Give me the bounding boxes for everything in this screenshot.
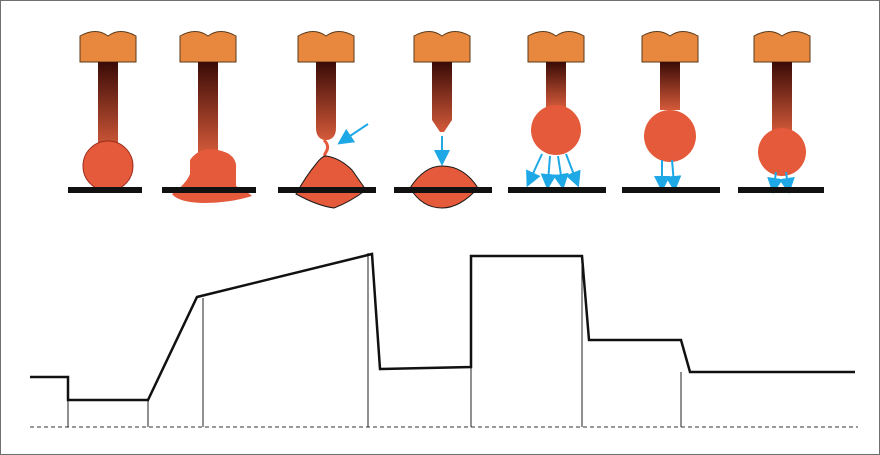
stage-1-droplet-growth [68,31,142,193]
arc-arrow-5c [552,155,569,190]
electrode-7 [772,62,792,134]
workpiece-2 [162,187,256,193]
electrode-3 [316,62,336,140]
droplet-1 [82,140,134,192]
workpiece-7 [738,187,824,193]
arc-arrow-7b [778,171,795,194]
droplet-7 [758,128,806,176]
stage-4-droplet-detach [394,31,492,209]
stage-6-arc-burning [622,31,720,193]
neck-arrow-3 [337,123,369,145]
workpiece-1 [68,187,142,193]
droplet-6 [644,110,696,162]
droplet-3 [295,155,367,209]
holder-7 [753,31,811,63]
waveform-chart [30,252,858,428]
electrode-4 [432,62,452,132]
electrode-1 [98,62,118,150]
phase-dividers [67,253,682,427]
stage-3-necking [278,31,376,209]
droplet-5 [531,105,581,155]
holder-2 [179,31,237,63]
holder-1 [79,31,137,63]
arc-arrow-5a [526,153,543,188]
electrode-6 [660,62,680,110]
workpiece-6 [622,187,720,193]
arc-arrow-6b [665,159,682,192]
workpiece-3 [278,187,376,193]
electrode-2 [198,62,218,154]
electrode-5 [546,62,566,108]
workpiece-4 [394,187,492,193]
holder-3 [297,31,355,63]
arc-arrow-7a [767,171,784,194]
droplet-2 [172,149,252,203]
stage-5-arc-reignition [508,31,606,193]
holder-4 [413,31,471,63]
stage-7-stable-arc [738,31,824,194]
arc-arrow-5b [540,155,557,190]
holder-6 [641,31,699,63]
stage-2-short-circuit [162,31,256,203]
waveform-line [30,252,855,402]
holder-5 [527,31,585,63]
workpiece-5 [508,187,606,193]
arc-arrow-5d [565,153,581,188]
